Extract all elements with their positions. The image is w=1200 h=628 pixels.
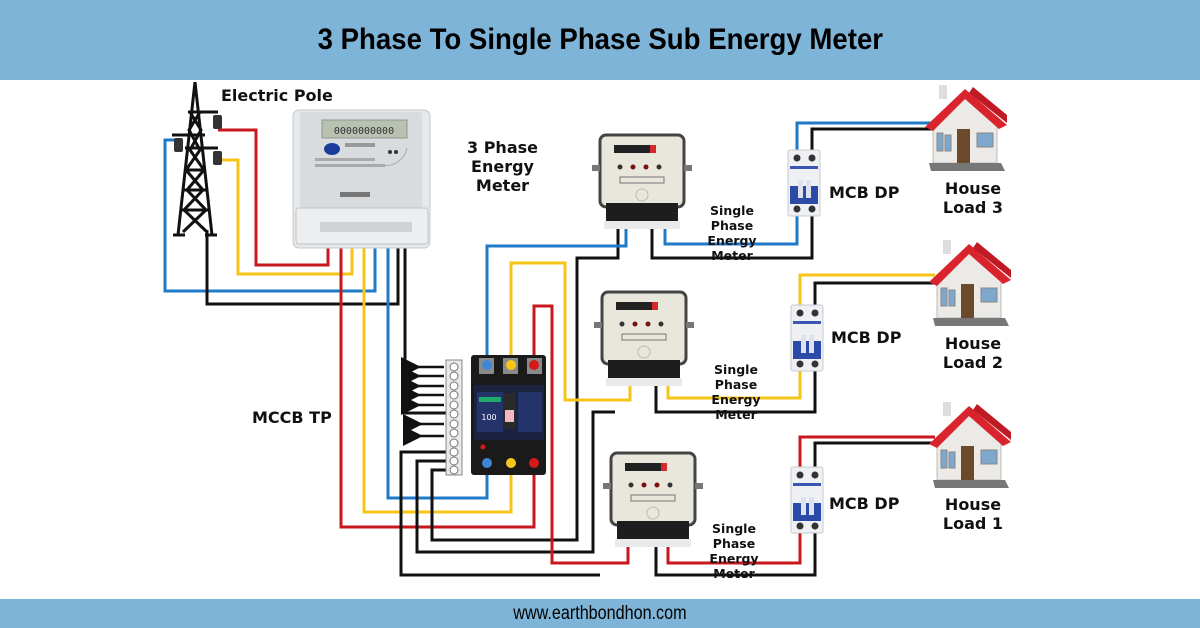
- three-phase-meter-label-line1: 3 Phase Energy: [467, 138, 538, 177]
- house-label-line1: House: [944, 495, 1002, 514]
- mcb-label-3: MCB DP: [829, 183, 900, 202]
- meter-label-line1: Single Phase: [710, 203, 754, 233]
- single-phase-meter-3: [592, 133, 692, 229]
- meter-label-line1: Single Phase: [714, 362, 758, 392]
- single-phase-meter-label-1: Single Phase Energy Meter: [689, 521, 779, 581]
- neutral-busbar: [445, 359, 463, 476]
- wire-neutral-busbar-3: [430, 222, 620, 542]
- electric-pole-icon: [172, 81, 218, 237]
- wire-neutral-pole-to-meter: [205, 228, 400, 306]
- house-label-line2: Load 3: [942, 198, 1004, 218]
- three-phase-meter-label: 3 Phase Energy Meter: [440, 138, 565, 196]
- title-banner: 3 Phase To Single Phase Sub Energy Meter: [0, 0, 1200, 80]
- mcb-dp-2: [790, 304, 824, 372]
- wire-blue-pole-to-meter: [163, 138, 377, 293]
- wire-red-meter-to-mccb: [339, 228, 536, 529]
- house-label-3: House Load 3: [940, 179, 1006, 217]
- busbar-output-arrows: [401, 357, 444, 446]
- wire-red-mccb-to-meter1: [532, 304, 630, 565]
- wire-red-pole-to-meter: [218, 128, 330, 267]
- wire-neutral-mcb2-to-house2: [813, 281, 935, 312]
- mccb-rating: 100: [481, 413, 496, 422]
- mcb-label-2: MCB DP: [831, 328, 902, 347]
- wire-yellow-mcb2-to-house2: [798, 273, 935, 312]
- house-icon-load-3: [925, 85, 1007, 171]
- wire-yellow-pole-to-meter: [218, 158, 354, 276]
- house-label-1: House Load 1: [940, 495, 1006, 533]
- house-icon-load-2: [929, 240, 1011, 326]
- wire-yellow-mccb-to-meter2: [509, 261, 632, 402]
- three-phase-meter-label-line2: Meter: [475, 176, 530, 196]
- website-url[interactable]: www.earthbondhon.com: [513, 602, 687, 624]
- wire-red-mcb1-to-house1: [798, 435, 935, 474]
- mcb-dp-3: [787, 149, 821, 217]
- wire-blue-meter3-to-mcb3: [663, 210, 799, 246]
- footer-banner: www.earthbondhon.com: [0, 599, 1200, 628]
- wire-yellow-meter-to-mccb: [362, 228, 513, 514]
- pole-insulators: [174, 115, 222, 165]
- electric-pole-label: Electric Pole: [221, 86, 333, 105]
- mcb-dp-1: [790, 466, 824, 534]
- wire-blue-mcb3-to-house3: [795, 121, 935, 157]
- mcb-label-1: MCB DP: [829, 494, 900, 513]
- single-phase-meter-1: [603, 451, 703, 547]
- wire-blue-mccb-to-meter3: [485, 220, 628, 358]
- mccb-triple-pole: 100: [471, 355, 546, 475]
- three-phase-energy-meter: 0000000000: [292, 109, 431, 249]
- meter-label-line1: Single Phase: [712, 521, 756, 551]
- meter-label-line2: Energy Meter: [711, 392, 761, 422]
- wire-neutral-meter3-to-mcb3: [650, 210, 814, 260]
- house-icon-load-1: [929, 402, 1011, 488]
- mccb-label: MCCB TP: [252, 408, 332, 427]
- house-label-line1: House: [944, 334, 1002, 353]
- wire-neutral-meter1-to-mcb1: [654, 530, 817, 577]
- single-phase-meter-label-2: Single Phase Energy Meter: [691, 362, 781, 422]
- wire-neutral-meter2-to-mcb2: [654, 370, 817, 414]
- wire-neutral-busbar-2: [415, 410, 615, 554]
- wire-blue-meter-to-mccb: [386, 228, 489, 500]
- single-phase-meter-2: [594, 290, 694, 386]
- meter-display-reading: 0000000000: [334, 126, 394, 137]
- meter-label-line2: Energy Meter: [709, 551, 759, 581]
- wire-neutral-mcb3-to-house3: [810, 127, 935, 157]
- house-label-2: House Load 2: [940, 334, 1006, 372]
- wire-red-meter1-to-mcb1: [666, 530, 802, 565]
- house-label-line1: House: [944, 179, 1002, 198]
- meter-label-line2: Energy Meter: [707, 233, 757, 263]
- single-phase-meter-label-3: Single Phase Energy Meter: [687, 203, 777, 263]
- wire-neutral-busbar-1: [399, 450, 600, 577]
- wire-yellow-meter2-to-mcb2: [666, 370, 802, 400]
- wire-neutral-mcb1-to-house1: [813, 441, 935, 474]
- house-label-line2: Load 2: [942, 353, 1004, 373]
- page-title: 3 Phase To Single Phase Sub Energy Meter: [317, 23, 883, 56]
- house-label-line2: Load 1: [942, 514, 1004, 534]
